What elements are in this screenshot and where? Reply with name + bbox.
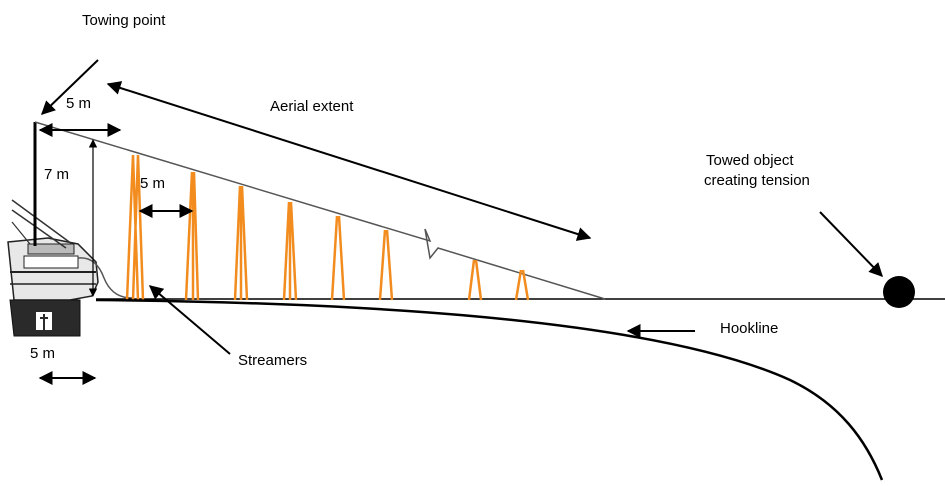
bottom-spacing-label: 5 m	[30, 345, 56, 362]
hookline-label: Hookline	[720, 320, 779, 337]
streamer	[233, 185, 249, 301]
aerial-extent-arrow	[106, 81, 592, 241]
towing-point-label: Towing point	[82, 12, 166, 29]
streamer	[467, 259, 483, 301]
hookline	[95, 298, 884, 481]
towed-object-label-line2: creating tension	[704, 172, 810, 189]
towed-object-arrow	[819, 211, 883, 278]
streamer-spacing-label: 5 m	[140, 175, 166, 192]
towed-object	[883, 276, 915, 308]
height-label: 7 m	[44, 166, 70, 183]
streamers-arrow	[148, 285, 231, 355]
streamers	[125, 154, 530, 301]
streamer	[184, 171, 200, 301]
streamer	[514, 269, 530, 301]
streamers-label: Streamers	[238, 352, 308, 369]
towed-object-label-line1: Towed object	[706, 152, 794, 169]
streamer	[282, 201, 298, 301]
top-spacing-label: 5 m	[66, 95, 92, 112]
aerial-extent-label: Aerial extent	[270, 98, 354, 115]
streamer	[330, 215, 346, 301]
towing-point-arrow	[40, 59, 99, 115]
streamer	[378, 229, 394, 301]
fishing-vessel	[7, 199, 133, 337]
